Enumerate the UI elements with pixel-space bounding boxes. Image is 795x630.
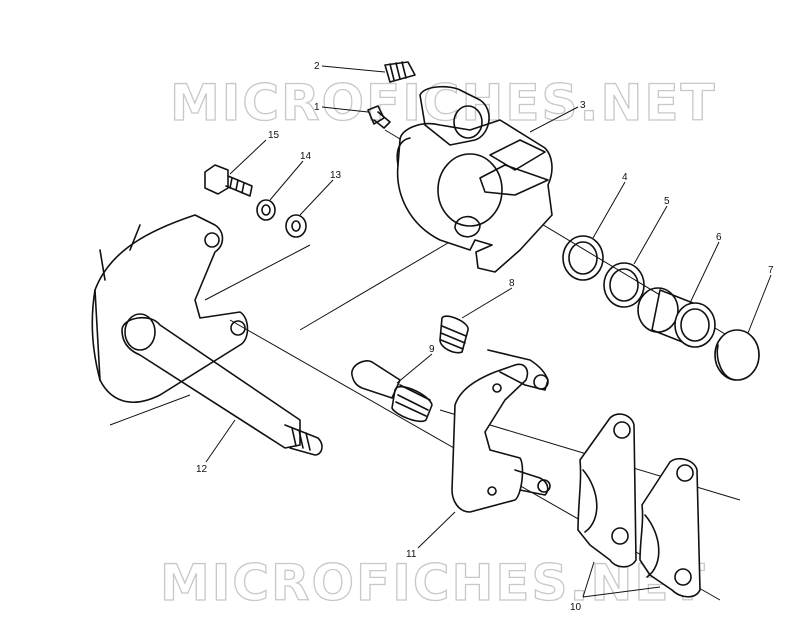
part-7-dust-cap bbox=[714, 329, 760, 381]
part-12-mounting-bracket bbox=[91, 214, 323, 456]
callout-12: 12 bbox=[196, 464, 208, 475]
callout-15: 15 bbox=[268, 130, 280, 141]
part-10-brake-pads bbox=[577, 413, 701, 598]
callout-14: 14 bbox=[300, 151, 312, 162]
part-11-caliper-bracket bbox=[451, 349, 551, 513]
part-15-bolt bbox=[204, 164, 253, 197]
part-4-seal-ring bbox=[562, 235, 604, 281]
callout-5: 5 bbox=[664, 196, 670, 207]
watermark-top: MICROFICHES.NET bbox=[170, 74, 717, 132]
part-9-pin-spring bbox=[351, 360, 433, 423]
part-13-flat-washer bbox=[285, 214, 307, 238]
callout-13: 13 bbox=[330, 170, 342, 181]
callout-1: 1 bbox=[314, 102, 320, 113]
leader-lines bbox=[205, 65, 772, 598]
part-3-caliper-body bbox=[396, 85, 553, 273]
callout-9: 9 bbox=[429, 344, 435, 355]
part-6-piston bbox=[637, 287, 716, 348]
callout-8: 8 bbox=[509, 278, 515, 289]
part-8-spring bbox=[439, 315, 469, 354]
part-2-bleeder-screw bbox=[384, 61, 416, 83]
part-5-seal-ring bbox=[603, 262, 645, 308]
callout-numbers: 2 1 3 15 14 13 4 5 6 7 8 9 12 11 10 bbox=[196, 61, 774, 613]
callout-10: 10 bbox=[570, 602, 582, 613]
callout-7: 7 bbox=[768, 265, 774, 276]
part-1-fitting bbox=[367, 105, 391, 129]
part-14-lock-washer bbox=[256, 199, 276, 221]
callout-4: 4 bbox=[622, 172, 628, 183]
callout-11: 11 bbox=[406, 549, 417, 560]
callout-3: 3 bbox=[580, 100, 586, 111]
callout-2: 2 bbox=[314, 61, 320, 72]
callout-6: 6 bbox=[716, 232, 722, 243]
